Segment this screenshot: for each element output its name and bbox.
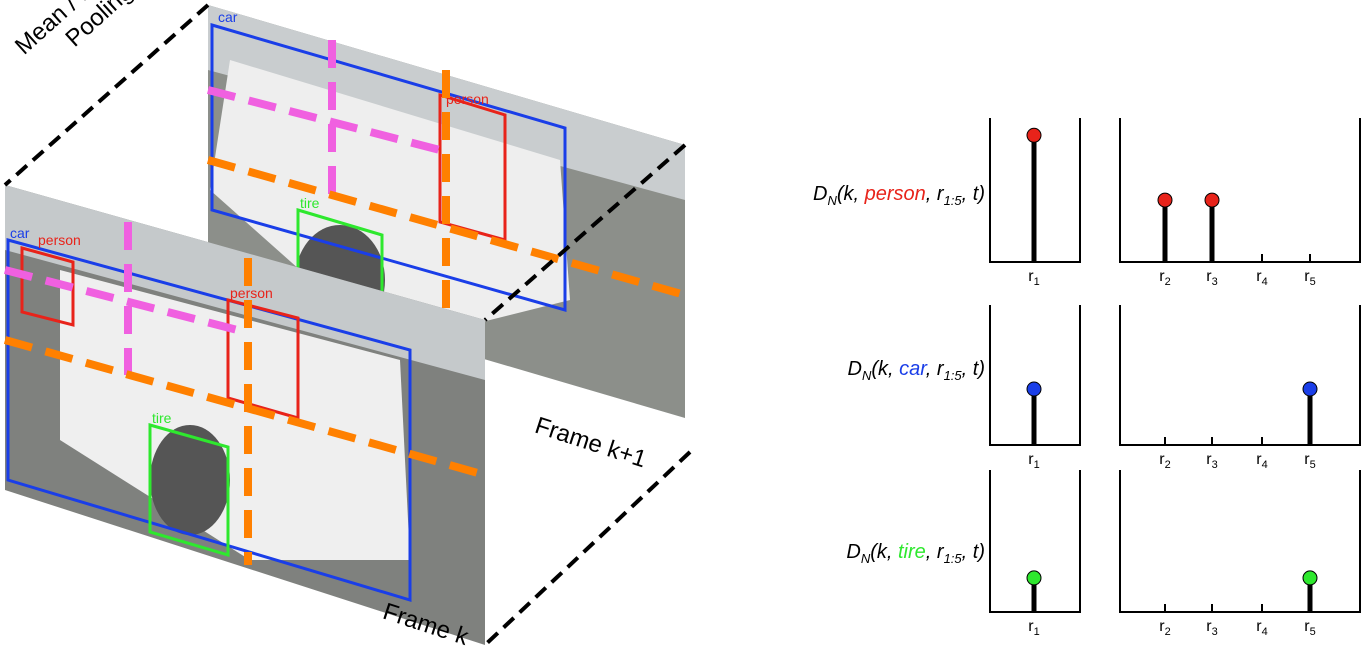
person-tag: person: [230, 285, 273, 301]
r1-marker: [1026, 381, 1042, 397]
frame-k-image: car person person tire: [3, 185, 487, 645]
detection-function-person: DN(k, person, r1:5, t): [813, 183, 985, 208]
r1-marker: [1026, 570, 1042, 586]
person-tag: person: [446, 91, 489, 107]
tick-label-r1: r1: [1028, 451, 1040, 472]
tire-tag: tire: [152, 410, 172, 426]
tick-label-r4: r4: [1256, 618, 1268, 639]
tick-label-r3: r3: [1206, 451, 1218, 472]
tire-tag: tire: [300, 195, 320, 211]
tick-label-r4: r4: [1256, 451, 1268, 472]
tick-label-r2: r2: [1159, 618, 1171, 639]
tick-label-r5: r5: [1304, 618, 1316, 639]
class-name: tire: [898, 541, 926, 563]
r2-r5-plot-frame: [1119, 305, 1361, 446]
frame-k1-image: car person tire: [206, 5, 687, 418]
r2-r5-plot-frame: [1119, 118, 1361, 263]
r2-r5-plot-frame: [1119, 470, 1361, 613]
tick-label-r1: r1: [1028, 618, 1040, 639]
tire-box: [148, 423, 230, 558]
tick-label-r5: r5: [1304, 451, 1316, 472]
r5-marker: [1302, 381, 1318, 397]
detection-function-car: DN(k, car, r1:5, t): [847, 358, 985, 383]
tick-label-r4: r4: [1256, 268, 1268, 289]
tick-label-r1: r1: [1028, 268, 1040, 289]
pooling-connectors: [3, 3, 692, 647]
tick-label-r3: r3: [1206, 268, 1218, 289]
person-box: [226, 298, 300, 420]
r5-marker: [1302, 570, 1318, 586]
tick-label-r2: r2: [1159, 451, 1171, 472]
tick-label-r3: r3: [1206, 618, 1218, 639]
class-name: person: [864, 183, 926, 205]
tick-label-r2: r2: [1159, 268, 1171, 289]
car-tag: car: [218, 9, 238, 25]
person-tag: person: [38, 232, 81, 248]
frames-illustration: car person tire car person person tire: [3, 3, 692, 647]
r3-marker: [1204, 192, 1220, 208]
tick-label-r5: r5: [1304, 268, 1316, 289]
class-name: car: [899, 358, 926, 380]
r2-marker: [1157, 192, 1173, 208]
person-box: [20, 246, 75, 327]
detection-function-tire: DN(k, tire, r1:5, t): [846, 541, 985, 566]
r1-marker: [1026, 127, 1042, 143]
car-tag: car: [10, 225, 30, 241]
